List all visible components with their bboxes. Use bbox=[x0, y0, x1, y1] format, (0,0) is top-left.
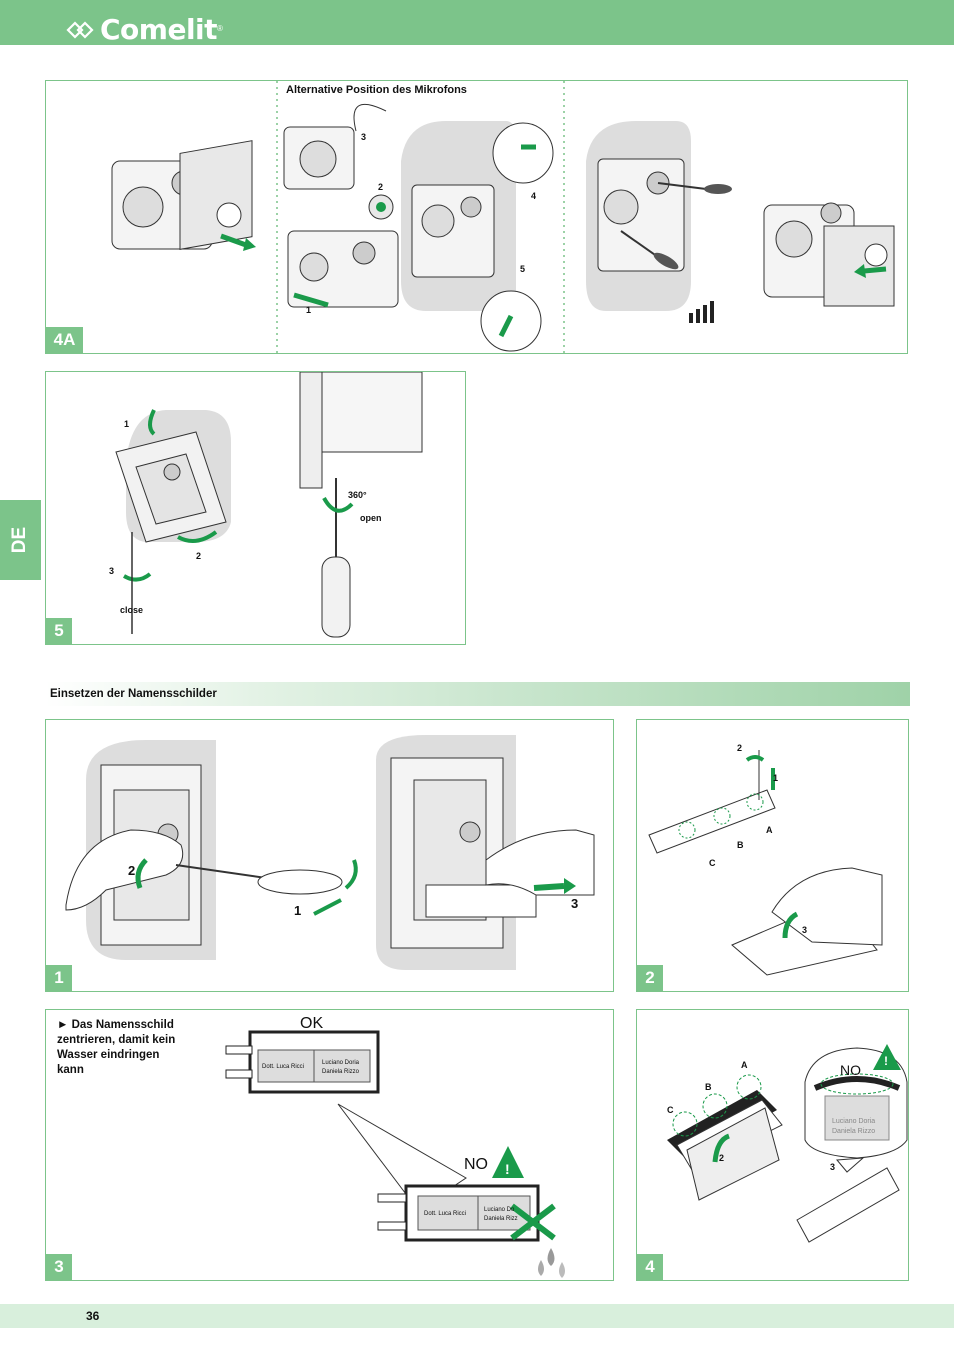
nameplate-removal-illustration bbox=[65, 735, 595, 970]
language-tab: DE bbox=[0, 500, 41, 580]
mounting-illustration-4a bbox=[111, 81, 895, 353]
step-label-2: 2 bbox=[128, 863, 136, 878]
nameplate-insertion-illustration bbox=[667, 1044, 908, 1243]
instruction-line: ► Das Namensschild bbox=[57, 1019, 174, 1031]
brand-name: Comelit bbox=[100, 13, 218, 46]
close-label: close bbox=[120, 605, 144, 615]
page-footer: 36 bbox=[0, 1304, 954, 1328]
panel-badge-5: 5 bbox=[46, 618, 72, 644]
section-header: Einsetzen der Namensschilder bbox=[45, 682, 910, 706]
panel-4: A B C 2 3 NO ! Luciano Doria Daniela Riz… bbox=[636, 1009, 909, 1281]
instruction-line: kann bbox=[57, 1064, 84, 1076]
page-header: Comelit ® bbox=[0, 0, 954, 45]
comelit-logo: Comelit ® bbox=[66, 13, 223, 46]
rotation-angle-label: 360° bbox=[348, 490, 367, 500]
nameplate-right-line-1: Luciano Doria bbox=[322, 1060, 360, 1066]
step-label-1: 1 bbox=[306, 305, 312, 315]
nameplate-right-line-2: Daniela Rizzo bbox=[322, 1069, 360, 1075]
point-a-label: A bbox=[766, 825, 773, 835]
step-label-5: 5 bbox=[520, 264, 526, 274]
page-number: 36 bbox=[86, 1309, 100, 1323]
language-label: DE bbox=[9, 526, 31, 554]
warning-icon: ! bbox=[884, 1054, 888, 1068]
point-b-label: B bbox=[737, 840, 744, 850]
no-label: NO bbox=[840, 1062, 861, 1078]
ok-label: OK bbox=[300, 1015, 324, 1032]
panel-3: ► Das Namensschild zentrieren, damit kei… bbox=[45, 1009, 614, 1281]
no-label: NO bbox=[464, 1156, 488, 1173]
nameplate-holder-illustration bbox=[648, 750, 883, 976]
panel-1: 2 1 3 1 bbox=[45, 719, 614, 992]
point-c-label: C bbox=[709, 858, 716, 868]
panel-badge-4: 4 bbox=[637, 1254, 663, 1280]
panel-badge-2: 2 bbox=[637, 965, 663, 991]
step-label-3: 3 bbox=[830, 1162, 836, 1172]
step-label-1: 1 bbox=[124, 419, 130, 429]
point-a-label: A bbox=[741, 1060, 748, 1070]
section-title: Einsetzen der Namensschilder bbox=[50, 688, 217, 700]
step-label-3: 3 bbox=[109, 566, 115, 576]
panel-2: 2 1 A B C 3 2 bbox=[636, 719, 909, 992]
step-label-2: 2 bbox=[719, 1153, 725, 1163]
comelit-diamond-icon bbox=[66, 21, 94, 39]
open-label: open bbox=[360, 513, 382, 523]
nameplate-text-line-1: Luciano Doria bbox=[832, 1118, 876, 1125]
panel-badge-3: 3 bbox=[46, 1254, 72, 1280]
centering-instruction: ► Das Namensschild zentrieren, damit kei… bbox=[57, 1018, 207, 1078]
nameplate-right-line-2: Daniela Rizz bbox=[484, 1216, 518, 1222]
nameplate-text-line-2: Daniela Rizzo bbox=[832, 1128, 876, 1135]
frame-closing-illustration bbox=[115, 372, 423, 638]
step-label-3: 3 bbox=[361, 132, 367, 142]
step-label-2: 2 bbox=[737, 743, 743, 753]
panel-badge-1: 1 bbox=[46, 965, 72, 991]
step-label-1: 1 bbox=[294, 903, 302, 918]
microphone-caption: Alternative Position des Mikrofons bbox=[286, 84, 467, 96]
nameplate-left-text: Dott. Luca Ricci bbox=[262, 1064, 305, 1070]
point-b-label: B bbox=[705, 1082, 712, 1092]
step-label-1: 1 bbox=[773, 773, 779, 783]
registered-mark: ® bbox=[217, 23, 223, 33]
instruction-line: zentrieren, damit kein bbox=[57, 1034, 176, 1046]
step-label-3: 3 bbox=[571, 896, 579, 911]
panel-5: 1 2 3 close 360° open 5 bbox=[45, 371, 466, 645]
panel-4a: Alternative Position des Mikrofons 3 2 4… bbox=[45, 80, 908, 354]
step-label-2: 2 bbox=[378, 182, 384, 192]
panel-badge-4a: 4A bbox=[46, 327, 83, 353]
nameplate-left-text: Dott. Luca Ricci bbox=[424, 1211, 467, 1217]
step-label-3: 3 bbox=[802, 925, 808, 935]
warning-icon: ! bbox=[505, 1161, 510, 1177]
nameplate-alignment-illustration bbox=[225, 1030, 565, 1278]
point-c-label: C bbox=[667, 1105, 674, 1115]
instruction-line: Wasser eindringen bbox=[57, 1049, 160, 1061]
step-label-4: 4 bbox=[531, 191, 537, 201]
step-label-2: 2 bbox=[196, 551, 202, 561]
nameplate-right-line-1: Luciano Do bbox=[484, 1207, 515, 1213]
